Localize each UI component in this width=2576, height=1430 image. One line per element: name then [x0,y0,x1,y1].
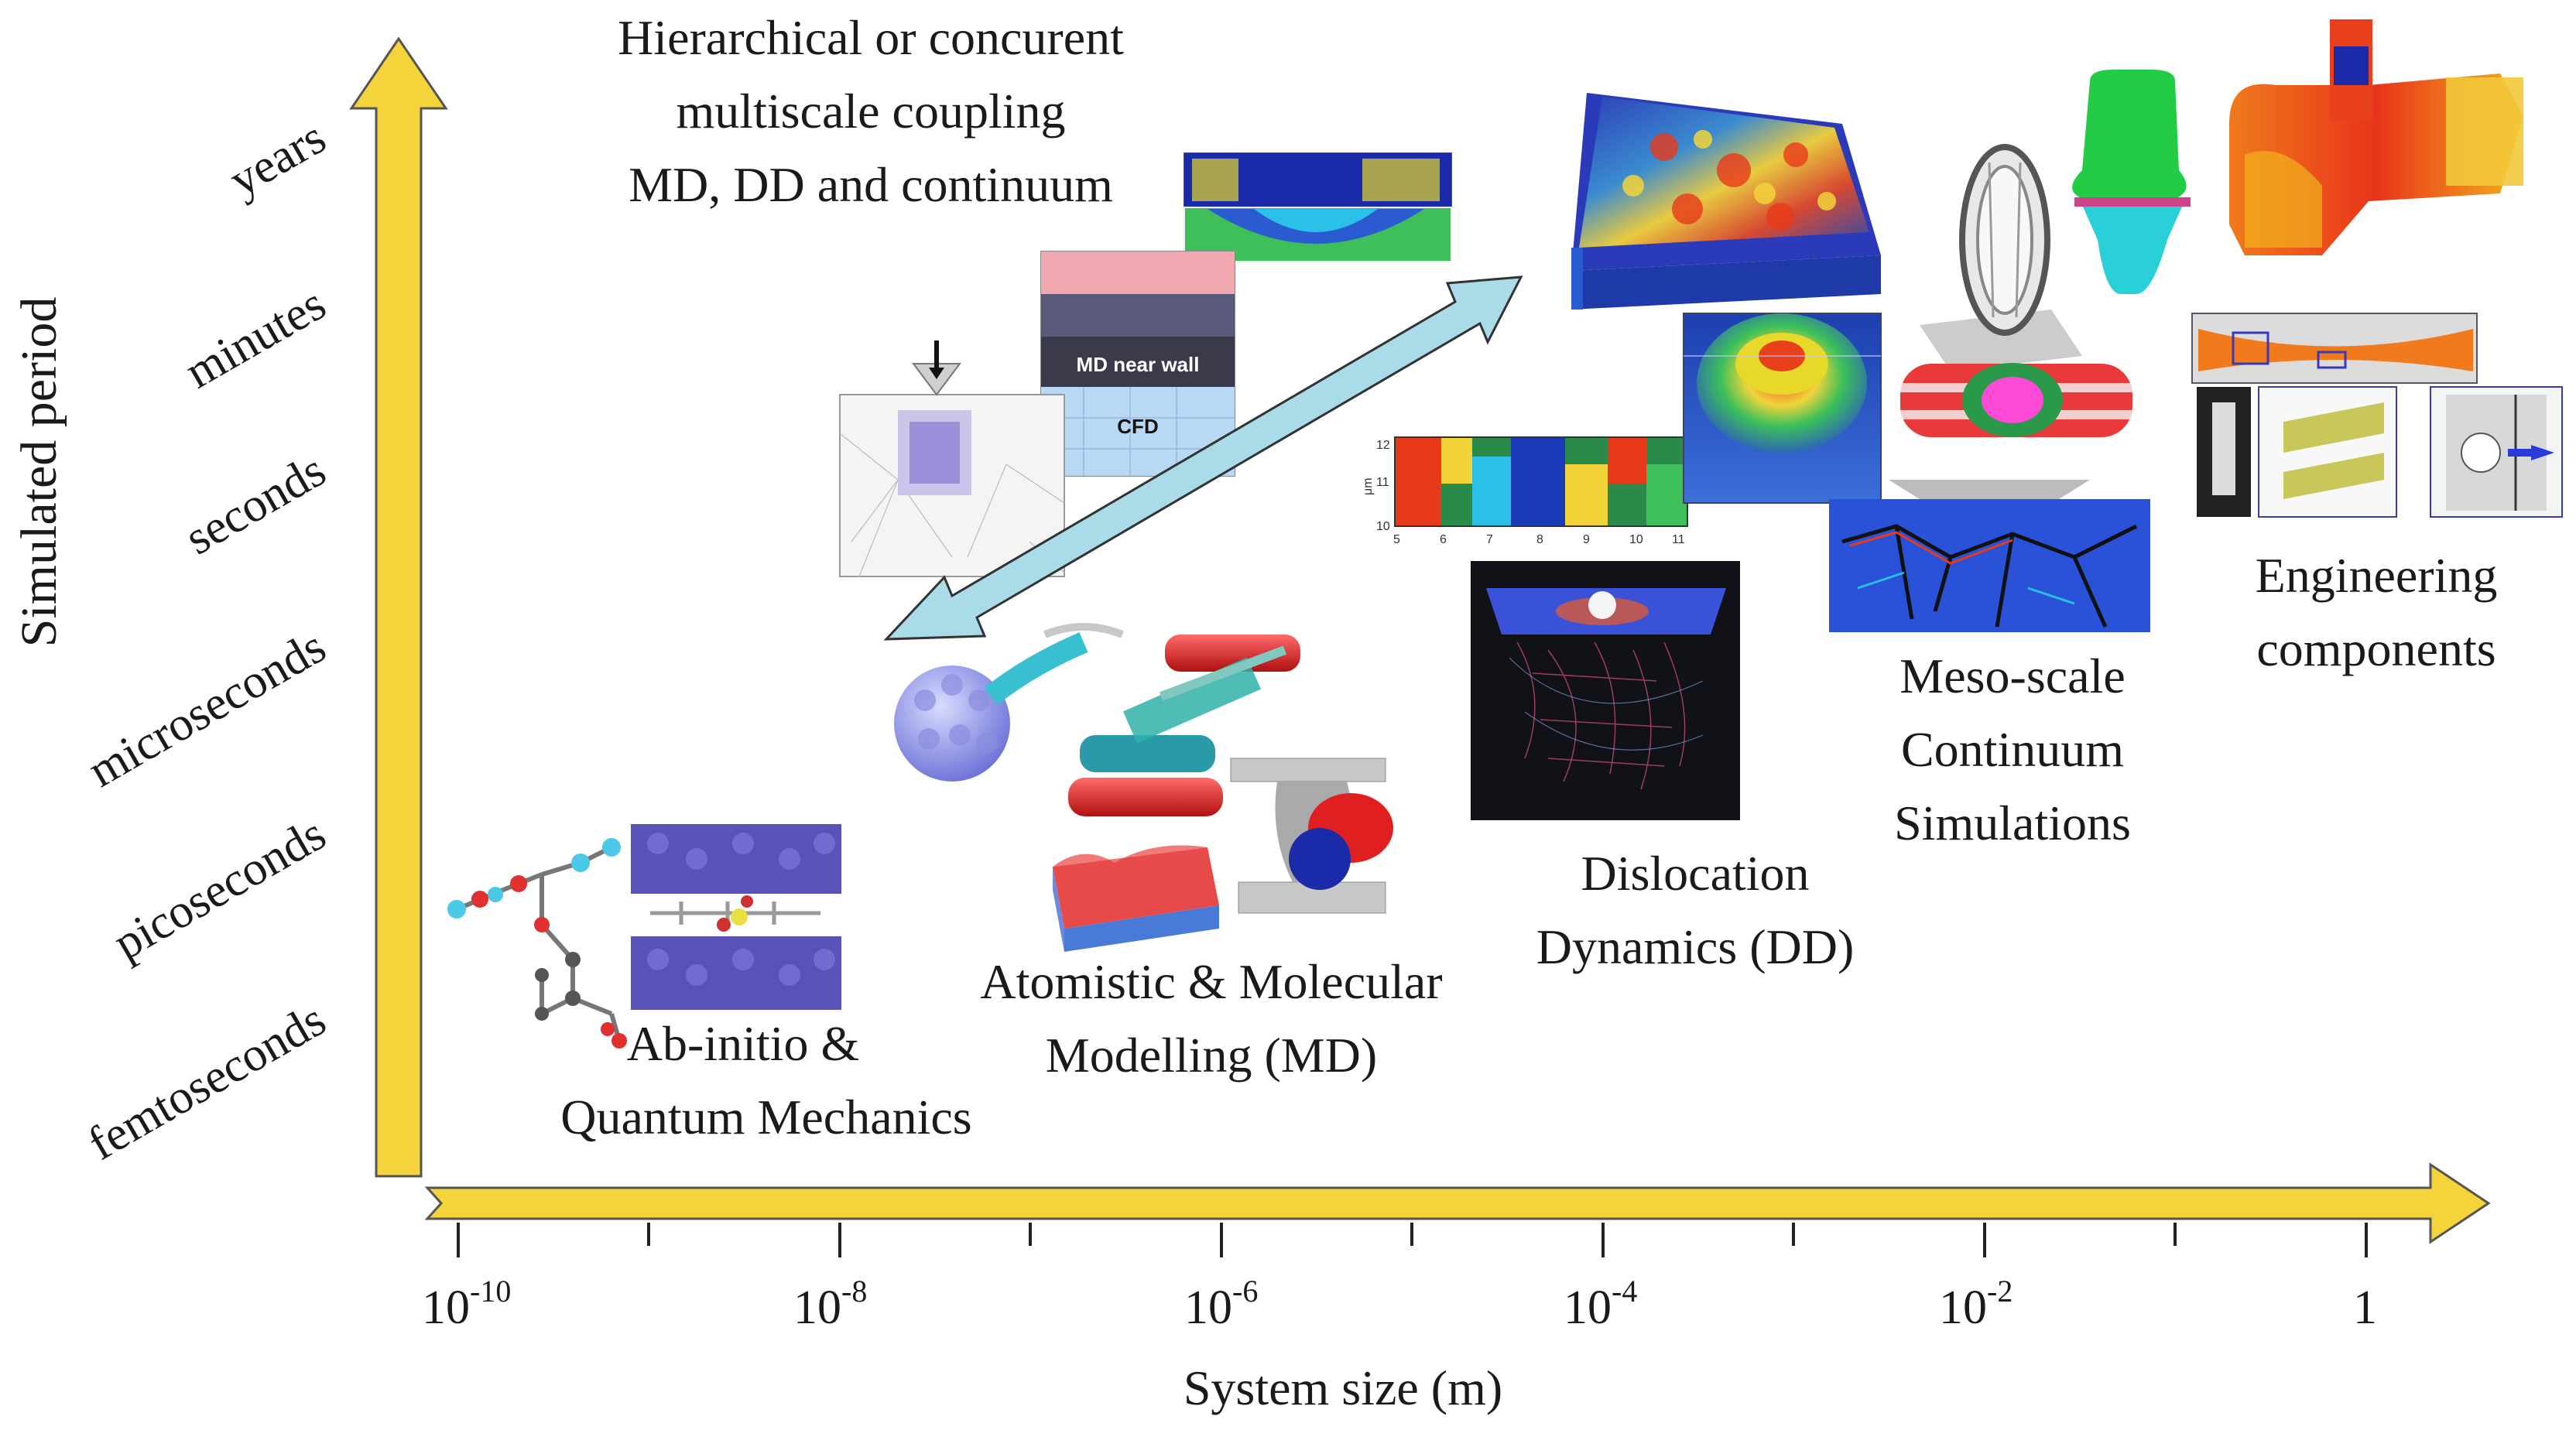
x-tick-label-1e-10: 10-10 [422,1274,511,1334]
inset-atomistic-ball [894,623,1124,782]
y-axis-tick-labels: femtoseconds picoseconds microseconds se… [80,111,334,1170]
atomistic-line-1: Atomistic & Molecular [980,954,1442,1009]
inset-crack-network [1829,480,2150,632]
inset-dd-heatmap: 12 11 10 μm 5 6 7 8 9 10 11 [1362,436,1688,546]
dd-y-tick-11: 11 [1376,476,1389,489]
engineering-line-1: Engineering [2256,548,2498,603]
engineering-line-2: components [2256,621,2496,676]
y-tick-label-minutes: minutes [176,277,334,399]
inset-atomistic-surface [1053,845,1219,952]
dd-y-tick-12: 12 [1376,439,1390,452]
inset-meso-tube [1900,363,2132,437]
dislocation-line-2: Dynamics (DD) [1536,919,1855,974]
y-tick-label-picoseconds: picoseconds [105,807,334,970]
x-tick-label-1e-8: 10-8 [793,1274,867,1334]
region-label-quantum: Ab-initio & Quantum Mechanics [560,1016,971,1144]
coupling-double-arrow [883,275,1523,641]
region-label-mesoscale: Meso-scale Continuum Simulations [1894,648,2131,850]
y-tick-label-femtoseconds: femtoseconds [80,993,334,1170]
inset-label-cfd: CFD [1117,415,1158,438]
inset-meso-sphere-contour [1683,313,1882,504]
coupling-line-1: Hierarchical or concurent [618,10,1124,65]
inset-label-md-near-wall: MD near wall [1077,353,1200,376]
inset-dislocation-block [1471,561,1740,820]
coupling-line-2: multiscale coupling [677,84,1066,139]
y-axis-label: Simulated period [11,297,67,648]
region-label-atomistic: Atomistic & Molecular Modelling (MD) [980,954,1442,1083]
x-tick-label-1e-4: 10-4 [1564,1274,1637,1334]
inset-indentation-mesh [839,340,1065,577]
inset-ab-initio-molecule [447,838,627,1049]
dislocation-line-1: Dislocation [1581,846,1809,901]
inset-engineering-bracket [2229,19,2523,255]
x-tick-label-1e-6: 10-6 [1184,1274,1258,1334]
region-label-dislocation: Dislocation Dynamics (DD) [1536,846,1855,974]
dd-axis-unit: μm [1362,477,1375,495]
x-axis-arrow [424,1162,2491,1244]
x-tick-label-1: 1 [2353,1281,2377,1334]
quantum-line-1: Ab-initio & [627,1016,859,1071]
inset-meso-surface-block [1571,93,1881,310]
y-axis-arrow [349,36,448,1178]
mesoscale-line-3: Simulations [1894,795,2131,850]
inset-md-cfd: MD near wall CFD [1040,251,1235,477]
mesoscale-line-1: Meso-scale [1899,648,2125,703]
mesoscale-line-2: Continuum [1901,722,2124,777]
x-axis-tick-labels: 10-10 10-8 10-6 10-4 10-2 1 [422,1274,2377,1334]
dd-y-tick-10: 10 [1376,520,1390,533]
inset-tire [1920,144,2082,371]
dd-x-tick-10: 10 [1629,533,1643,546]
inset-knee-joint [2072,70,2191,294]
dd-x-tick-6: 6 [1440,533,1447,546]
inset-atomistic-nanotubes [1068,635,1300,816]
dd-x-tick-9: 9 [1583,533,1590,546]
x-tick-label-1e-2: 10-2 [1939,1274,2012,1334]
y-tick-label-microseconds: microseconds [80,620,334,797]
dd-x-tick-11: 11 [1672,533,1685,546]
x-axis-tick-marks [457,1223,2368,1257]
inset-atomistic-grains [1230,758,1393,914]
region-label-engineering: Engineering components [2256,548,2498,676]
dd-x-tick-8: 8 [1536,533,1543,546]
y-tick-label-seconds: seconds [176,443,334,565]
y-tick-label-years: years [221,111,334,207]
coupling-line-3: MD, DD and continuum [629,157,1113,212]
coupling-caption: Hierarchical or concurent multiscale cou… [618,10,1124,212]
inset-md-continuum-strip [1184,152,1452,262]
quantum-line-2: Quantum Mechanics [560,1090,971,1144]
x-axis-label: System size (m) [1184,1360,1502,1415]
inset-ab-initio-slab [631,824,841,1010]
atomistic-line-2: Modelling (MD) [1046,1028,1377,1083]
dd-x-tick-5: 5 [1393,533,1400,546]
inset-engineering-specimen [2191,313,2563,518]
dd-x-tick-7: 7 [1486,533,1493,546]
